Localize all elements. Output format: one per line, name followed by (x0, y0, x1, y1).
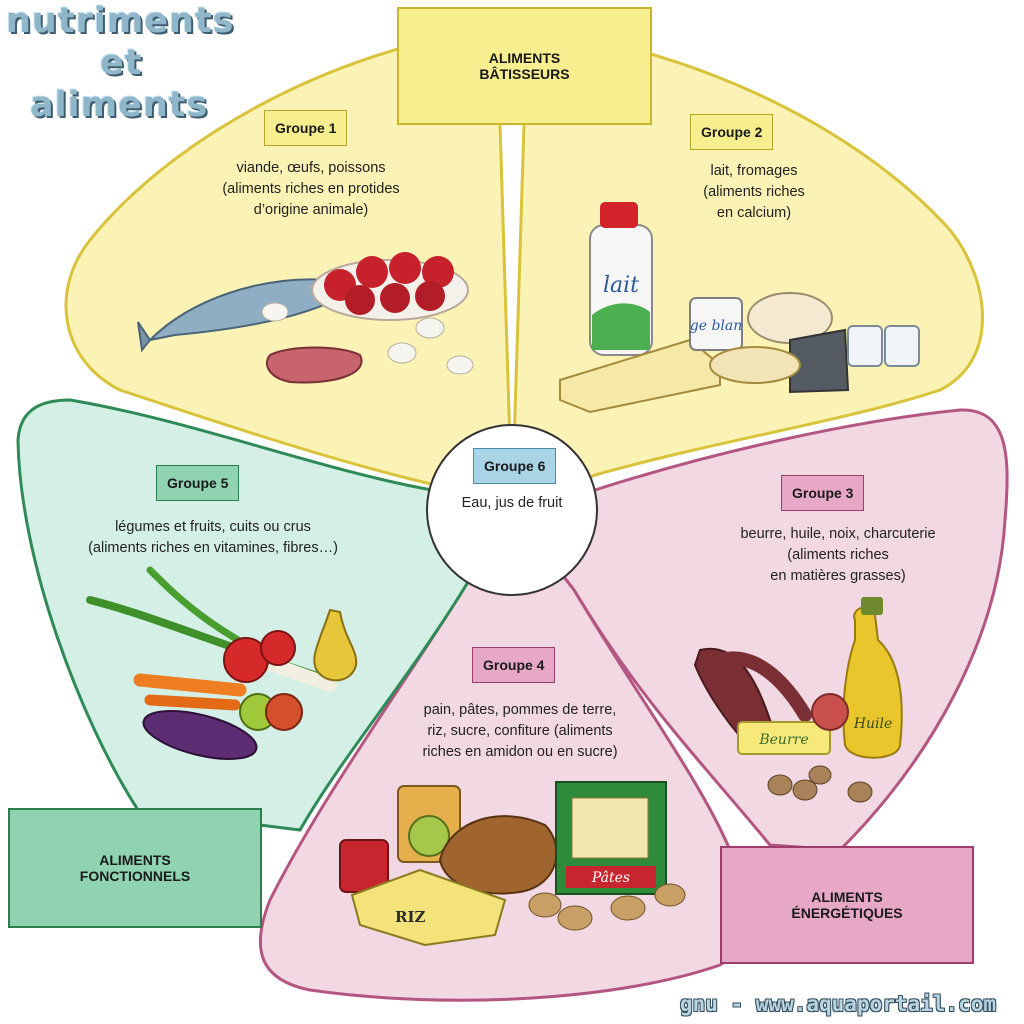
huile-label: Huile (853, 716, 892, 732)
groupe-4-label: Groupe 4 (472, 647, 556, 683)
groupe-4-description: pain, pâtes, pommes de terre, riz, sucre… (422, 702, 618, 760)
groupe-6-label: Groupe 6 (473, 448, 557, 484)
groupe-2-description: lait, fromages (aliments riches en calci… (703, 163, 805, 221)
lait-label: lait (603, 273, 639, 298)
title-line-2: et (100, 43, 143, 83)
groupe-4-illustration: Pâtes RIZ (339, 781, 686, 947)
beurre-label: Beurre (758, 732, 808, 748)
groupe-1-description: viande, œufs, poissons (aliments riches … (222, 160, 400, 218)
groupe-6-description: Eau, jus de fruit (461, 495, 563, 511)
groupe-5-label: Groupe 5 (156, 465, 240, 501)
groupe-1-illustration (137, 252, 474, 384)
category-fonctionnels: ALIMENTS FONCTIONNELS (8, 808, 262, 928)
groupe-2-label: Groupe 2 (690, 114, 774, 150)
pates-label: Pâtes (591, 870, 630, 886)
sector-groupe-5 (16, 398, 515, 832)
groupe-3-illustration: Beurre Huile (693, 597, 903, 803)
title-line-3: aliments (30, 85, 209, 125)
yaourt-label: ge blan (690, 318, 743, 334)
footer-credit: gnu - www.aquaportail.com (679, 992, 996, 1016)
groupe-2-illustration: lait ge blan (559, 202, 920, 414)
groupe-3-description: beurre, huile, noix, charcuterie (alimen… (740, 526, 936, 584)
sector-groupe-1 (64, 26, 514, 513)
groupe-5-description: légumes et fruits, cuits ou crus (alimen… (88, 519, 338, 556)
riz-label: RIZ (395, 908, 425, 926)
category-energetiques: ALIMENTS ÉNERGÉTIQUES (720, 846, 974, 964)
category-batisseurs: ALIMENTS BÂTISSEURS (397, 7, 652, 125)
groupe-3-label: Groupe 3 (781, 475, 865, 511)
groupe-5-illustration (86, 566, 358, 760)
title-line-1: nutriments (6, 1, 235, 41)
groupe-1-label: Groupe 1 (264, 110, 348, 146)
